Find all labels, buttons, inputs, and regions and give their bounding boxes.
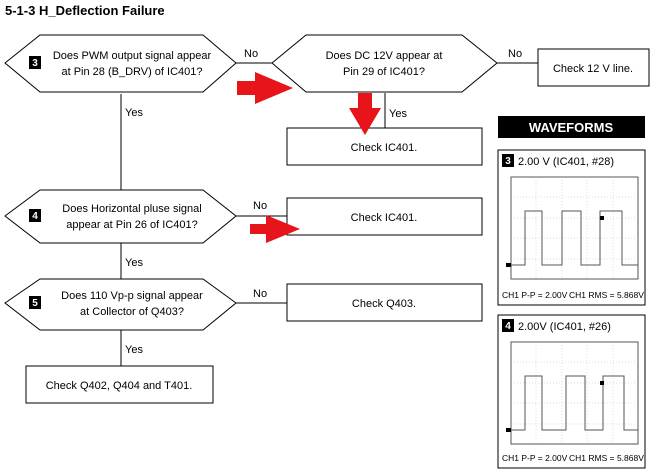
step-number: 3 xyxy=(505,156,511,167)
box-text: Check IC401. xyxy=(351,212,418,224)
decision-text-line1: Does 110 Vp-p signal appear xyxy=(61,290,203,302)
decision-shape xyxy=(4,189,237,244)
decision-text-line2: Pin 29 of IC401? xyxy=(343,66,425,78)
box-shape xyxy=(25,365,214,404)
label-yes: Yes xyxy=(125,344,143,356)
decision-shape xyxy=(4,34,237,93)
label-yes: Yes xyxy=(125,107,143,119)
step-number: 5 xyxy=(32,298,38,309)
box-check-q402-q404-t401: Check Q402, Q404 and T401. xyxy=(25,365,214,404)
decision-text-line1: Does PWM output signal appear xyxy=(53,50,212,62)
waveforms-panel: WAVEFORMS 3 2.00 V (IC401, #28) CH1 P-P … xyxy=(497,116,646,469)
step-number: 4 xyxy=(505,321,511,332)
label-no: No xyxy=(253,200,267,212)
box-check-ic401-top: Check IC401. xyxy=(286,127,483,166)
step-number: 4 xyxy=(32,211,38,222)
step-badge xyxy=(29,296,41,309)
label-no: No xyxy=(253,288,267,300)
red-arrow-right-icon xyxy=(237,72,293,104)
box-check-12v-line: Check 12 V line. xyxy=(537,48,650,87)
decision-110vpp: 5 Does 110 Vp-p signal appear at Collect… xyxy=(4,278,237,331)
waveform-trace xyxy=(511,375,638,431)
box-text: Check IC401. xyxy=(351,142,418,154)
decision-shape xyxy=(4,278,237,331)
page-title: 5-1-3 H_Deflection Failure xyxy=(5,3,165,18)
decision-horizontal-pulse: 4 Does Horizontal pluse signal appear at… xyxy=(4,189,237,244)
waveforms-header: WAVEFORMS xyxy=(529,120,614,135)
label-yes: Yes xyxy=(125,257,143,269)
step-badge xyxy=(29,56,41,69)
step-badge xyxy=(502,319,514,332)
decision-shape xyxy=(271,34,498,93)
step-number: 3 xyxy=(32,58,38,69)
decision-text-line2: appear at Pin 26 of IC401? xyxy=(66,219,197,231)
red-arrow-right-icon xyxy=(250,215,300,243)
decision-text-line1: Does Horizontal pluse signal xyxy=(62,203,201,215)
decision-text-line2: at Collector of Q403? xyxy=(80,306,184,318)
box-check-q403: Check Q403. xyxy=(286,283,483,322)
waveform-caption: 2.00 V (IC401, #28) xyxy=(518,156,614,168)
decision-pwm-output: 3 Does PWM output signal appear at Pin 2… xyxy=(4,34,237,93)
waveform-rms: CH1 RMS = 5.868V xyxy=(569,290,644,300)
box-check-ic401-middle: Check IC401. xyxy=(286,197,483,236)
box-shape xyxy=(286,197,483,236)
step-badge xyxy=(502,154,514,167)
waveform-pp: CH1 P-P = 2.00V xyxy=(502,453,568,463)
label-no: No xyxy=(508,48,522,60)
box-shape xyxy=(537,48,650,87)
decision-text-line2: at Pin 28 (B_DRV) of IC401? xyxy=(61,66,202,78)
step-badge xyxy=(29,209,41,222)
waveforms-header-bg xyxy=(498,116,645,138)
oscilloscope-screen xyxy=(506,341,639,445)
box-shape xyxy=(286,127,483,166)
box-text: Check Q402, Q404 and T401. xyxy=(46,380,193,392)
red-arrows xyxy=(237,72,381,243)
box-shape xyxy=(286,283,483,322)
decision-text-line1: Does DC 12V appear at xyxy=(326,50,443,62)
connectors xyxy=(120,62,538,366)
decision-dc12v: Does DC 12V appear at Pin 29 of IC401? xyxy=(271,34,498,93)
waveform-ic401-pin26: 4 2.00V (IC401, #26) CH1 P-P = 2.00V CH1… xyxy=(497,314,646,469)
box-text: Check 12 V line. xyxy=(553,63,633,75)
oscilloscope-screen xyxy=(506,176,639,280)
label-yes: Yes xyxy=(389,108,407,120)
waveform-pp: CH1 P-P = 2.00V xyxy=(502,290,568,300)
red-arrow-down-icon xyxy=(349,93,381,135)
box-text: Check Q403. xyxy=(352,298,416,310)
waveform-rms: CH1 RMS = 5.868V xyxy=(569,453,644,463)
label-no: No xyxy=(244,48,258,60)
waveform-caption: 2.00V (IC401, #26) xyxy=(518,321,611,333)
waveform-trace xyxy=(511,210,638,266)
waveform-ic401-pin28: 3 2.00 V (IC401, #28) CH1 P-P = 2.00V CH… xyxy=(497,149,646,306)
